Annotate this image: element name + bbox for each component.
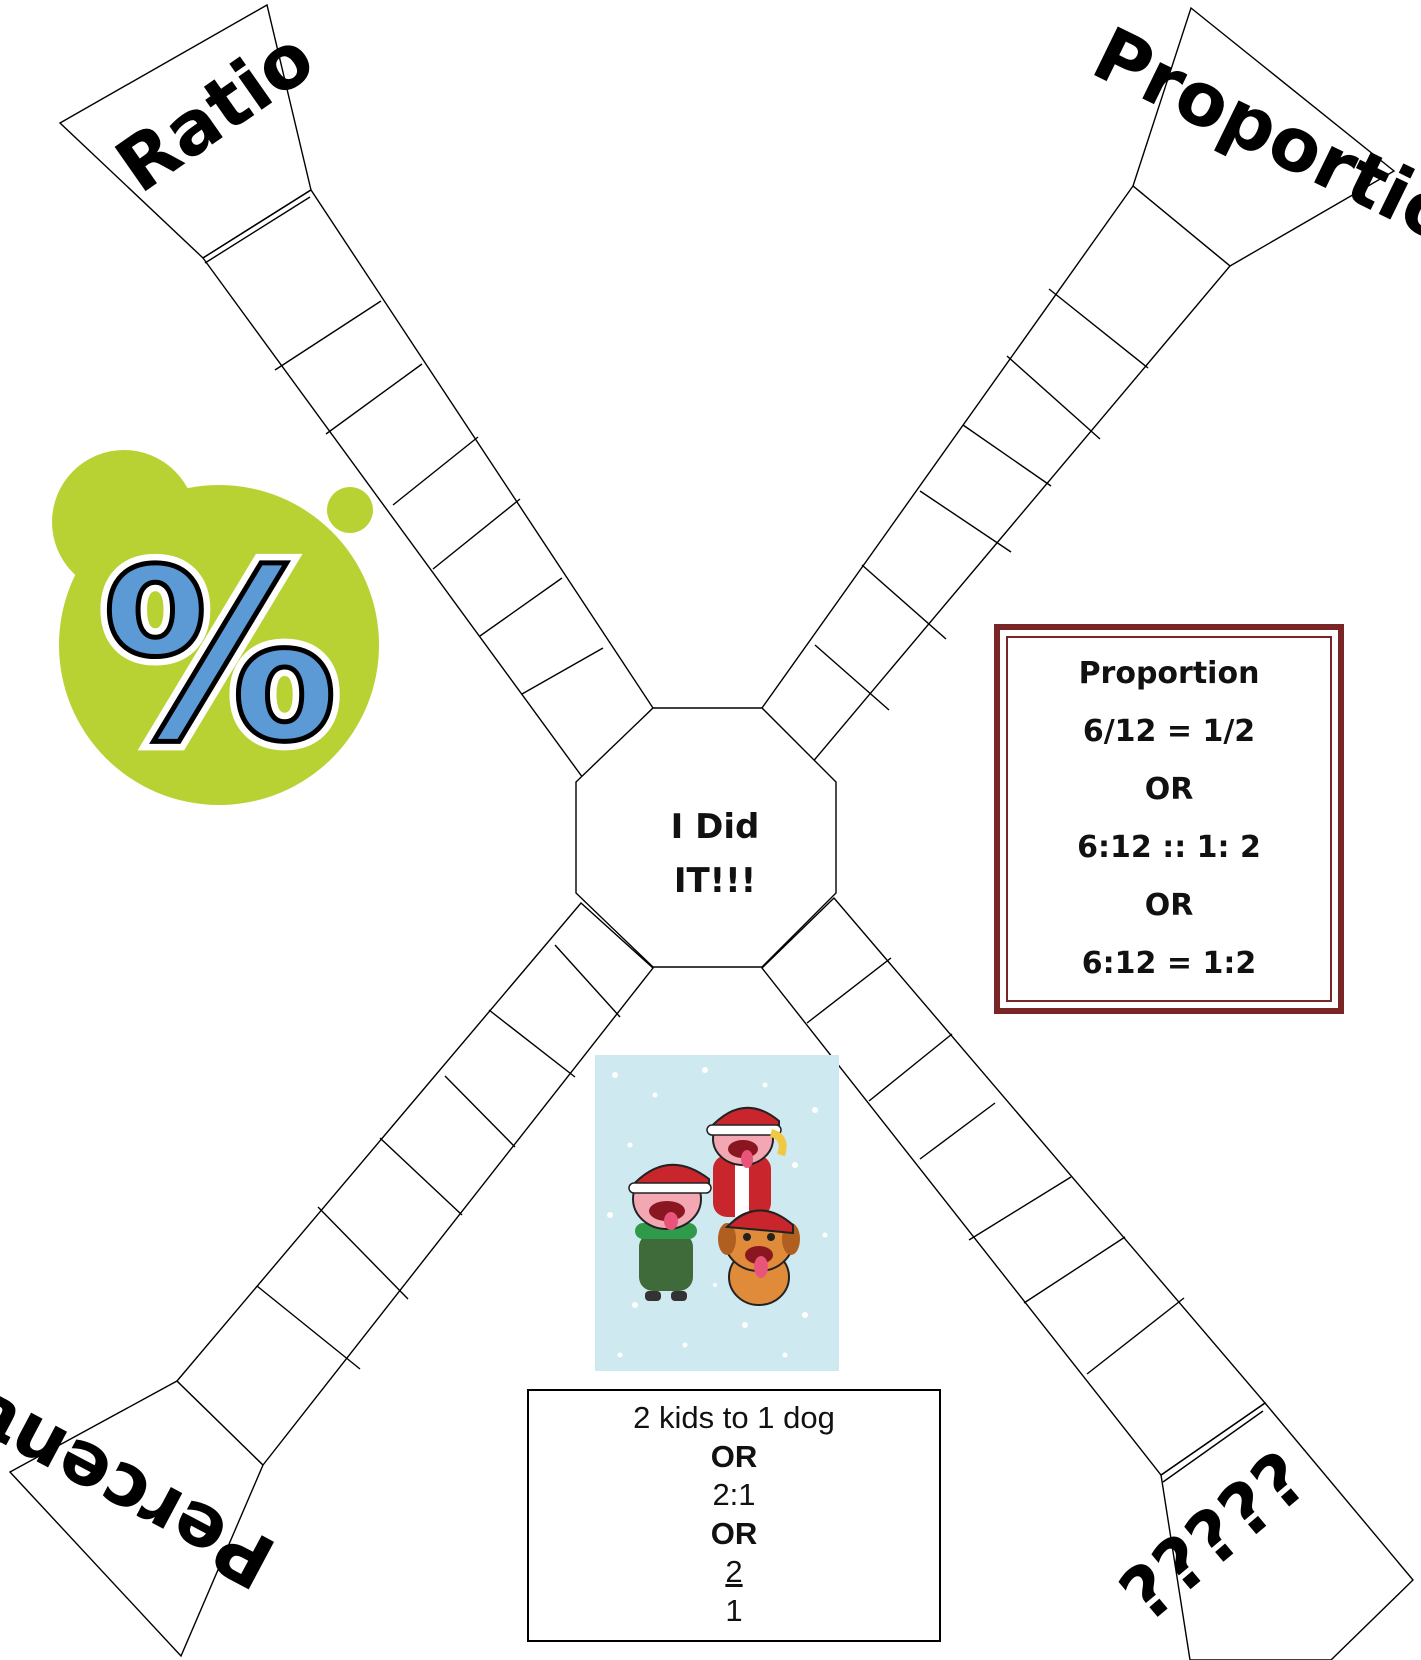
proportion-line: OR <box>1145 761 1194 819</box>
or-label: OR <box>529 1438 939 1477</box>
ratio-example-box: 2 kids to 1 dog OR 2:1 OR 2 1 <box>527 1389 941 1642</box>
kid-santa <box>707 1108 783 1217</box>
fraction-denominator: 1 <box>529 1592 939 1631</box>
proportion-box: Proportion 6/12 = 1/2 OR 6:12 :: 1: 2 OR… <box>994 624 1344 1014</box>
ratio-example-words: 2 kids to 1 dog <box>529 1399 939 1438</box>
center-line-2: IT!!! <box>580 854 850 908</box>
kids-and-dog-illustration <box>595 1055 839 1371</box>
center-label: I Did IT!!! <box>580 800 850 908</box>
center-line-1: I Did <box>580 800 850 854</box>
proportion-line: 6/12 = 1/2 <box>1083 703 1255 761</box>
illustration-art <box>595 1055 839 1371</box>
proportion-line: 6:12 :: 1: 2 <box>1077 819 1261 877</box>
percent-badge: % % <box>52 450 379 805</box>
proportion-line: OR <box>1145 877 1194 935</box>
ratio-example-colon: 2:1 <box>529 1476 939 1515</box>
fraction-numerator: 2 <box>529 1553 939 1592</box>
dog <box>718 1210 800 1305</box>
or-label: OR <box>529 1515 939 1554</box>
kid-green <box>629 1165 711 1301</box>
proportion-line: 6:12 = 1:2 <box>1082 935 1256 993</box>
proportion-box-inner: Proportion 6/12 = 1/2 OR 6:12 :: 1: 2 OR… <box>1006 636 1332 1002</box>
percent-symbol-outline: % <box>102 519 338 794</box>
proportion-line: Proportion <box>1079 645 1260 703</box>
